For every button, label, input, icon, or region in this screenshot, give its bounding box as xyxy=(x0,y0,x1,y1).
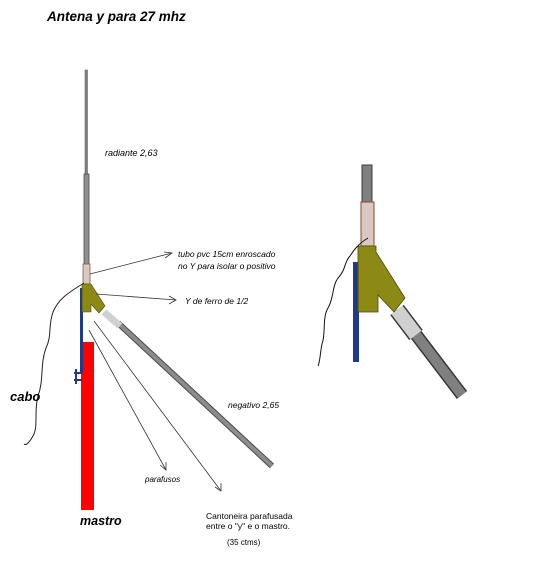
label-tubo-line1: tubo pvc 15cm enroscado xyxy=(178,249,276,259)
pointer-lines xyxy=(88,252,222,492)
label-mastro: mastro xyxy=(80,514,122,528)
screws xyxy=(74,369,82,384)
detail-rod-insulator-fill xyxy=(391,305,422,340)
mast xyxy=(81,342,94,510)
detail-coax-cable xyxy=(317,237,369,367)
label-cabo: cabo xyxy=(10,389,40,404)
label-parafusos: parafusos xyxy=(144,475,180,484)
label-negativo: negativo 2,65 xyxy=(228,400,279,410)
y-fitting xyxy=(81,283,106,314)
detail-angle-bracket xyxy=(353,262,359,362)
label-y-ferro: Y de ferro de 1/2 xyxy=(185,296,248,306)
diagram-title: Antena y para 27 mhz xyxy=(46,9,186,24)
label-cantoneira-line2: entre o "y" e o mastro. xyxy=(206,521,290,531)
rod-insulator xyxy=(101,309,123,329)
detail-negative-rod-fill xyxy=(410,328,466,399)
pvc-tube xyxy=(82,263,91,285)
coax-cable xyxy=(23,282,85,445)
label-tubo-line2: no Y para isolar o positivo xyxy=(178,261,276,271)
angle-bracket xyxy=(80,288,83,372)
detail-pvc-tube xyxy=(360,201,375,247)
radiator-rod xyxy=(83,69,90,267)
label-cantoneira-line1: Cantoneira parafusada xyxy=(206,511,293,521)
label-radiante: radiante 2,63 xyxy=(105,148,158,158)
detail-radiator-rod xyxy=(361,164,373,204)
negative-rod xyxy=(115,320,275,469)
detail-view xyxy=(317,164,468,399)
pointer-arrowheads xyxy=(159,251,222,492)
label-cantoneira-line3: (35 ctms) xyxy=(227,538,261,547)
detail-y-fitting xyxy=(357,245,406,313)
